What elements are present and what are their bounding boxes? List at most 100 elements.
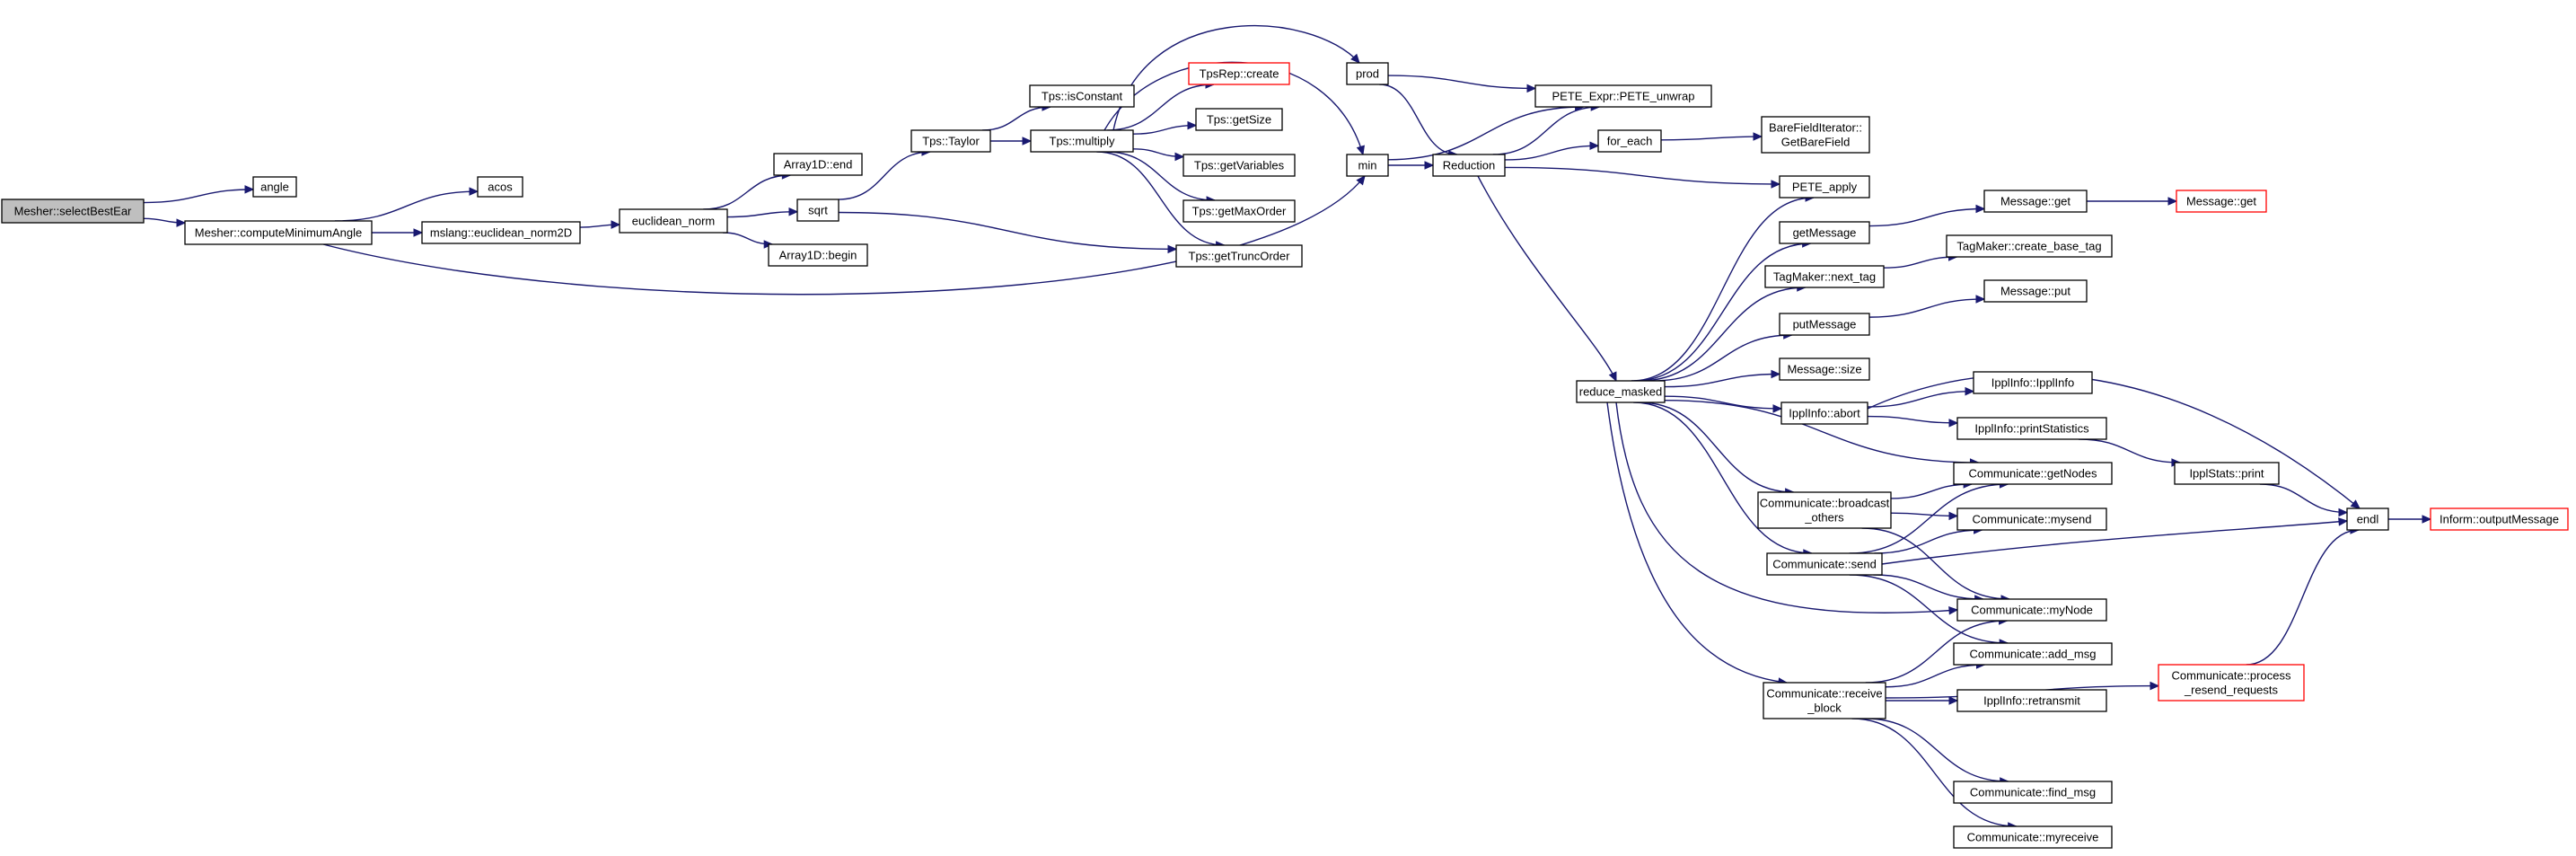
node-endl[interactable]: endl [2346,507,2389,531]
node-add-msg[interactable]: Communicate::add_msg [1953,642,2113,666]
node-myNode[interactable]: Communicate::myNode [1956,598,2107,622]
node-label: Tps::getSize [1207,113,1271,127]
node-pete-apply[interactable]: PETE_apply [1779,175,1870,199]
node-computeMinimumAngle[interactable]: Mesher::computeMinimumAngle [184,220,373,245]
node-label: Tps::getMaxOrder [1192,205,1287,218]
node-label: TagMaker::create_base_tag [1956,240,2101,253]
edge-getMessage-to-message_get [1868,207,1985,227]
node-label: Mesher::selectBestEar [14,205,132,218]
node-box [1953,781,2113,804]
edge-ippl_printStatistics-to-ipplstats_print [2079,438,2180,463]
node-label: Communicate::add_msg [1970,648,2097,661]
edge-receive_block-to-retransmit-arrowhead [1948,696,1959,705]
edge-ippl_abort-to-ippl_ipplinfo [1867,390,1974,408]
node-receive-block[interactable]: Communicate::receive_block [1763,682,1886,719]
edge-broadcast_others-to-mysend-arrowhead [1948,511,1959,521]
node-label: acos [488,181,513,194]
node-barefield[interactable]: BareFieldIterator::GetBareField [1761,116,1870,154]
node-label: Communicate::myreceive [1967,831,2099,844]
edge-tps_multiply-to-tps_getTruncOrder [1096,151,1225,246]
node-label: PETE_apply [1792,181,1858,194]
node-box [1346,62,1389,85]
node-label: putMessage [1793,318,1857,331]
node-ippl-ipplinfo[interactable]: IpplInfo::IpplInfo [1973,371,2093,394]
node-mysend[interactable]: Communicate::mysend [1956,507,2107,531]
node-box [1779,221,1870,244]
node-outputMessage[interactable]: Inform::outputMessage [2430,507,2569,531]
node-tps-taylor[interactable]: Tps::Taylor [910,129,991,153]
edge-reduction-to-for_each [1504,145,1599,161]
node-next-tag[interactable]: TagMaker::next_tag [1764,265,1885,288]
node-array1d-begin[interactable]: Array1D::begin [768,243,868,267]
node-tps-getTruncOrder[interactable]: Tps::getTruncOrder [1175,244,1303,268]
node-reduction[interactable]: Reduction [1432,154,1506,177]
node-find-msg[interactable]: Communicate::find_msg [1953,781,2113,804]
node-label: endl [2357,513,2379,526]
node-ippl-printStatistics[interactable]: IpplInfo::printStatistics [1956,417,2107,440]
node-euclidean-norm2D[interactable]: mslang::euclidean_norm2D [421,221,581,244]
node-box [1780,402,1868,425]
node-tps-multiply[interactable]: Tps::multiply [1030,129,1134,153]
node-prod[interactable]: prod [1346,62,1389,85]
node-ippl-abort[interactable]: IpplInfo::abort [1780,402,1868,425]
edge-sqrt-to-tps_taylor [838,151,930,200]
node-getMessage[interactable]: getMessage [1779,221,1870,244]
node-comm-send[interactable]: Communicate::send [1766,552,1883,576]
node-box [1956,417,2107,440]
node-label: Communicate::mysend [1973,513,2092,526]
edge-receive_block-to-myreceive [1851,718,2017,827]
node-create-base-tag[interactable]: TagMaker::create_base_tag [1946,234,2113,258]
node-label: angle [260,181,289,194]
node-selectBestEar[interactable]: Mesher::selectBestEar [1,199,145,224]
node-label: Communicate::myNode [1971,604,2093,617]
node-broadcast-others[interactable]: Communicate::broadcast_others [1757,491,1892,529]
node-tps-getMaxOrder[interactable]: Tps::getMaxOrder [1182,199,1296,223]
node-getNodes[interactable]: Communicate::getNodes [1953,462,2113,485]
node-box [1030,129,1134,153]
edge-ipplstats_print-to-endl [2259,483,2348,514]
node-for-each[interactable]: for_each [1597,129,1662,153]
node-tps-getSize[interactable]: Tps::getSize [1195,108,1283,131]
edge-tps_multiply-to-tps_getVariables-arrowhead [1174,152,1185,162]
edge-reduce_masked-to-ippl_abort-arrowhead [1772,404,1783,413]
node-label: Message::get [2000,195,2070,208]
edge-reduce_masked-to-myNode [1615,402,1958,613]
node-message-put[interactable]: Message::put [1983,279,2088,303]
node-putMessage[interactable]: putMessage [1779,313,1870,336]
node-sqrt[interactable]: sqrt [796,199,840,222]
node-label: for_each [1607,135,1653,148]
edge-ippl_abort-to-ippl_ipplinfo-arrowhead [1965,386,1975,396]
node-reduce-masked[interactable]: reduce_masked [1576,380,1666,403]
node-label: Inform::outputMessage [2440,513,2559,526]
node-euclidean-norm[interactable]: euclidean_norm [619,208,728,234]
edge-reduce_masked-to-broadcast_others [1639,402,1794,493]
node-message-get2[interactable]: Message::get [2176,190,2267,213]
node-box [1175,244,1303,268]
node-min[interactable]: min [1346,154,1389,177]
node-label: _resend_requests [2184,684,2279,697]
edge-reduce_masked-to-ippl_abort [1664,395,1782,410]
edge-tps_multiply-to-tpsrep_create [1106,84,1215,131]
node-message-get[interactable]: Message::get [1983,190,2088,213]
edge-prod-to-reduction [1379,84,1457,155]
node-retransmit[interactable]: IpplInfo::retransmit [1956,689,2107,712]
node-box [477,176,523,198]
node-box [1764,265,1885,288]
node-tps-isConstant[interactable]: Tps::isConstant [1029,84,1135,108]
node-box [1946,234,2113,258]
node-label: IpplInfo::retransmit [1983,694,2080,708]
edge-comm_send-to-getNodes [1849,483,2009,554]
node-myreceive[interactable]: Communicate::myreceive [1953,825,2113,849]
node-tps-getVariables[interactable]: Tps::getVariables [1182,154,1296,177]
node-message-size[interactable]: Message::size [1779,357,1870,381]
node-angle[interactable]: angle [252,176,297,198]
node-pete-unwrap[interactable]: PETE_Expr::PETE_unwrap [1534,84,1712,108]
node-label: IpplInfo::IpplInfo [1991,376,2075,390]
node-tpsrep-create[interactable]: TpsRep::create [1188,62,1290,85]
node-box [1779,357,1870,381]
node-process-resend[interactable]: Communicate::process_resend_requests [2158,664,2305,702]
node-acos[interactable]: acos [477,176,523,198]
node-ipplstats-print[interactable]: IpplStats::print [2174,462,2280,485]
node-box [2158,664,2305,702]
node-array1d-end[interactable]: Array1D::end [773,153,863,176]
